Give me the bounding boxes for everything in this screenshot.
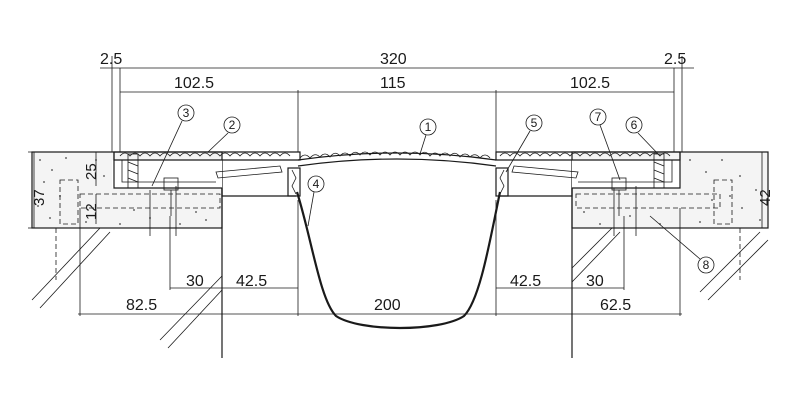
dim-top-left-gap: 2.5 [100,51,122,68]
concrete-texture-dots [37,157,761,225]
callout-7: 7 [589,108,621,181]
dim-height-37: 37 [31,189,48,206]
dim-right-plate: 102.5 [570,75,610,92]
left-seal-bracket [287,167,301,197]
callout-6: 6 [625,116,661,157]
dim-height-25: 25 [83,163,100,180]
right-seal-bracket [495,167,509,197]
dim-center-plate: 115 [380,75,406,92]
dim-top-total: 320 [380,51,407,68]
right-support-wall [571,188,769,358]
center-cover-plate [297,151,497,167]
dim-bottom-right-62-5: 62.5 [600,297,631,314]
callout-5: 5 [505,114,543,173]
left-anchor-bolt [127,153,179,216]
anchor-hidden-lines [55,179,741,280]
callout-8: 8 [649,215,715,274]
dim-left-plate: 102.5 [174,75,214,92]
svg-text:4: 4 [313,177,320,191]
dim-bottom-right-42-5: 42.5 [510,273,541,290]
svg-text:5: 5 [531,116,538,130]
dim-height-42: 42 [757,189,774,206]
right-concrete-slab [571,151,769,229]
svg-text:7: 7 [595,110,602,124]
sub-plates [215,165,579,179]
dim-top-right-gap: 2.5 [664,51,686,68]
svg-text:1: 1 [425,120,432,134]
left-support-wall [31,188,223,358]
flexible-seal-membrane [295,191,502,330]
svg-text:3: 3 [183,106,190,120]
dim-bottom-left-42-5: 42.5 [236,273,267,290]
svg-text:2: 2 [229,118,236,132]
right-cover-plate [495,151,681,161]
dim-bottom-gap-200: 200 [374,297,401,314]
dim-bottom-right-30: 30 [586,273,604,290]
callout-2: 2 [207,116,241,153]
left-concrete-slab [31,151,223,229]
callout-4: 4 [307,175,325,227]
dim-height-12: 12 [83,203,100,220]
right-frame-profile [498,152,721,236]
svg-text:6: 6 [631,118,638,132]
callout-3: 3 [151,104,195,187]
svg-text:8: 8 [703,258,710,272]
callout-1: 1 [419,118,437,155]
dim-bottom-left-82-5: 82.5 [126,297,157,314]
dimension-labels: 2.5 320 2.5 102.5 115 102.5 25 37 12 42 … [31,51,774,314]
dim-bottom-left-30: 30 [186,273,204,290]
dimension-lines [28,56,763,316]
left-frame-profile [79,152,296,236]
callout-markers: 1 2 3 4 5 6 [151,104,715,274]
